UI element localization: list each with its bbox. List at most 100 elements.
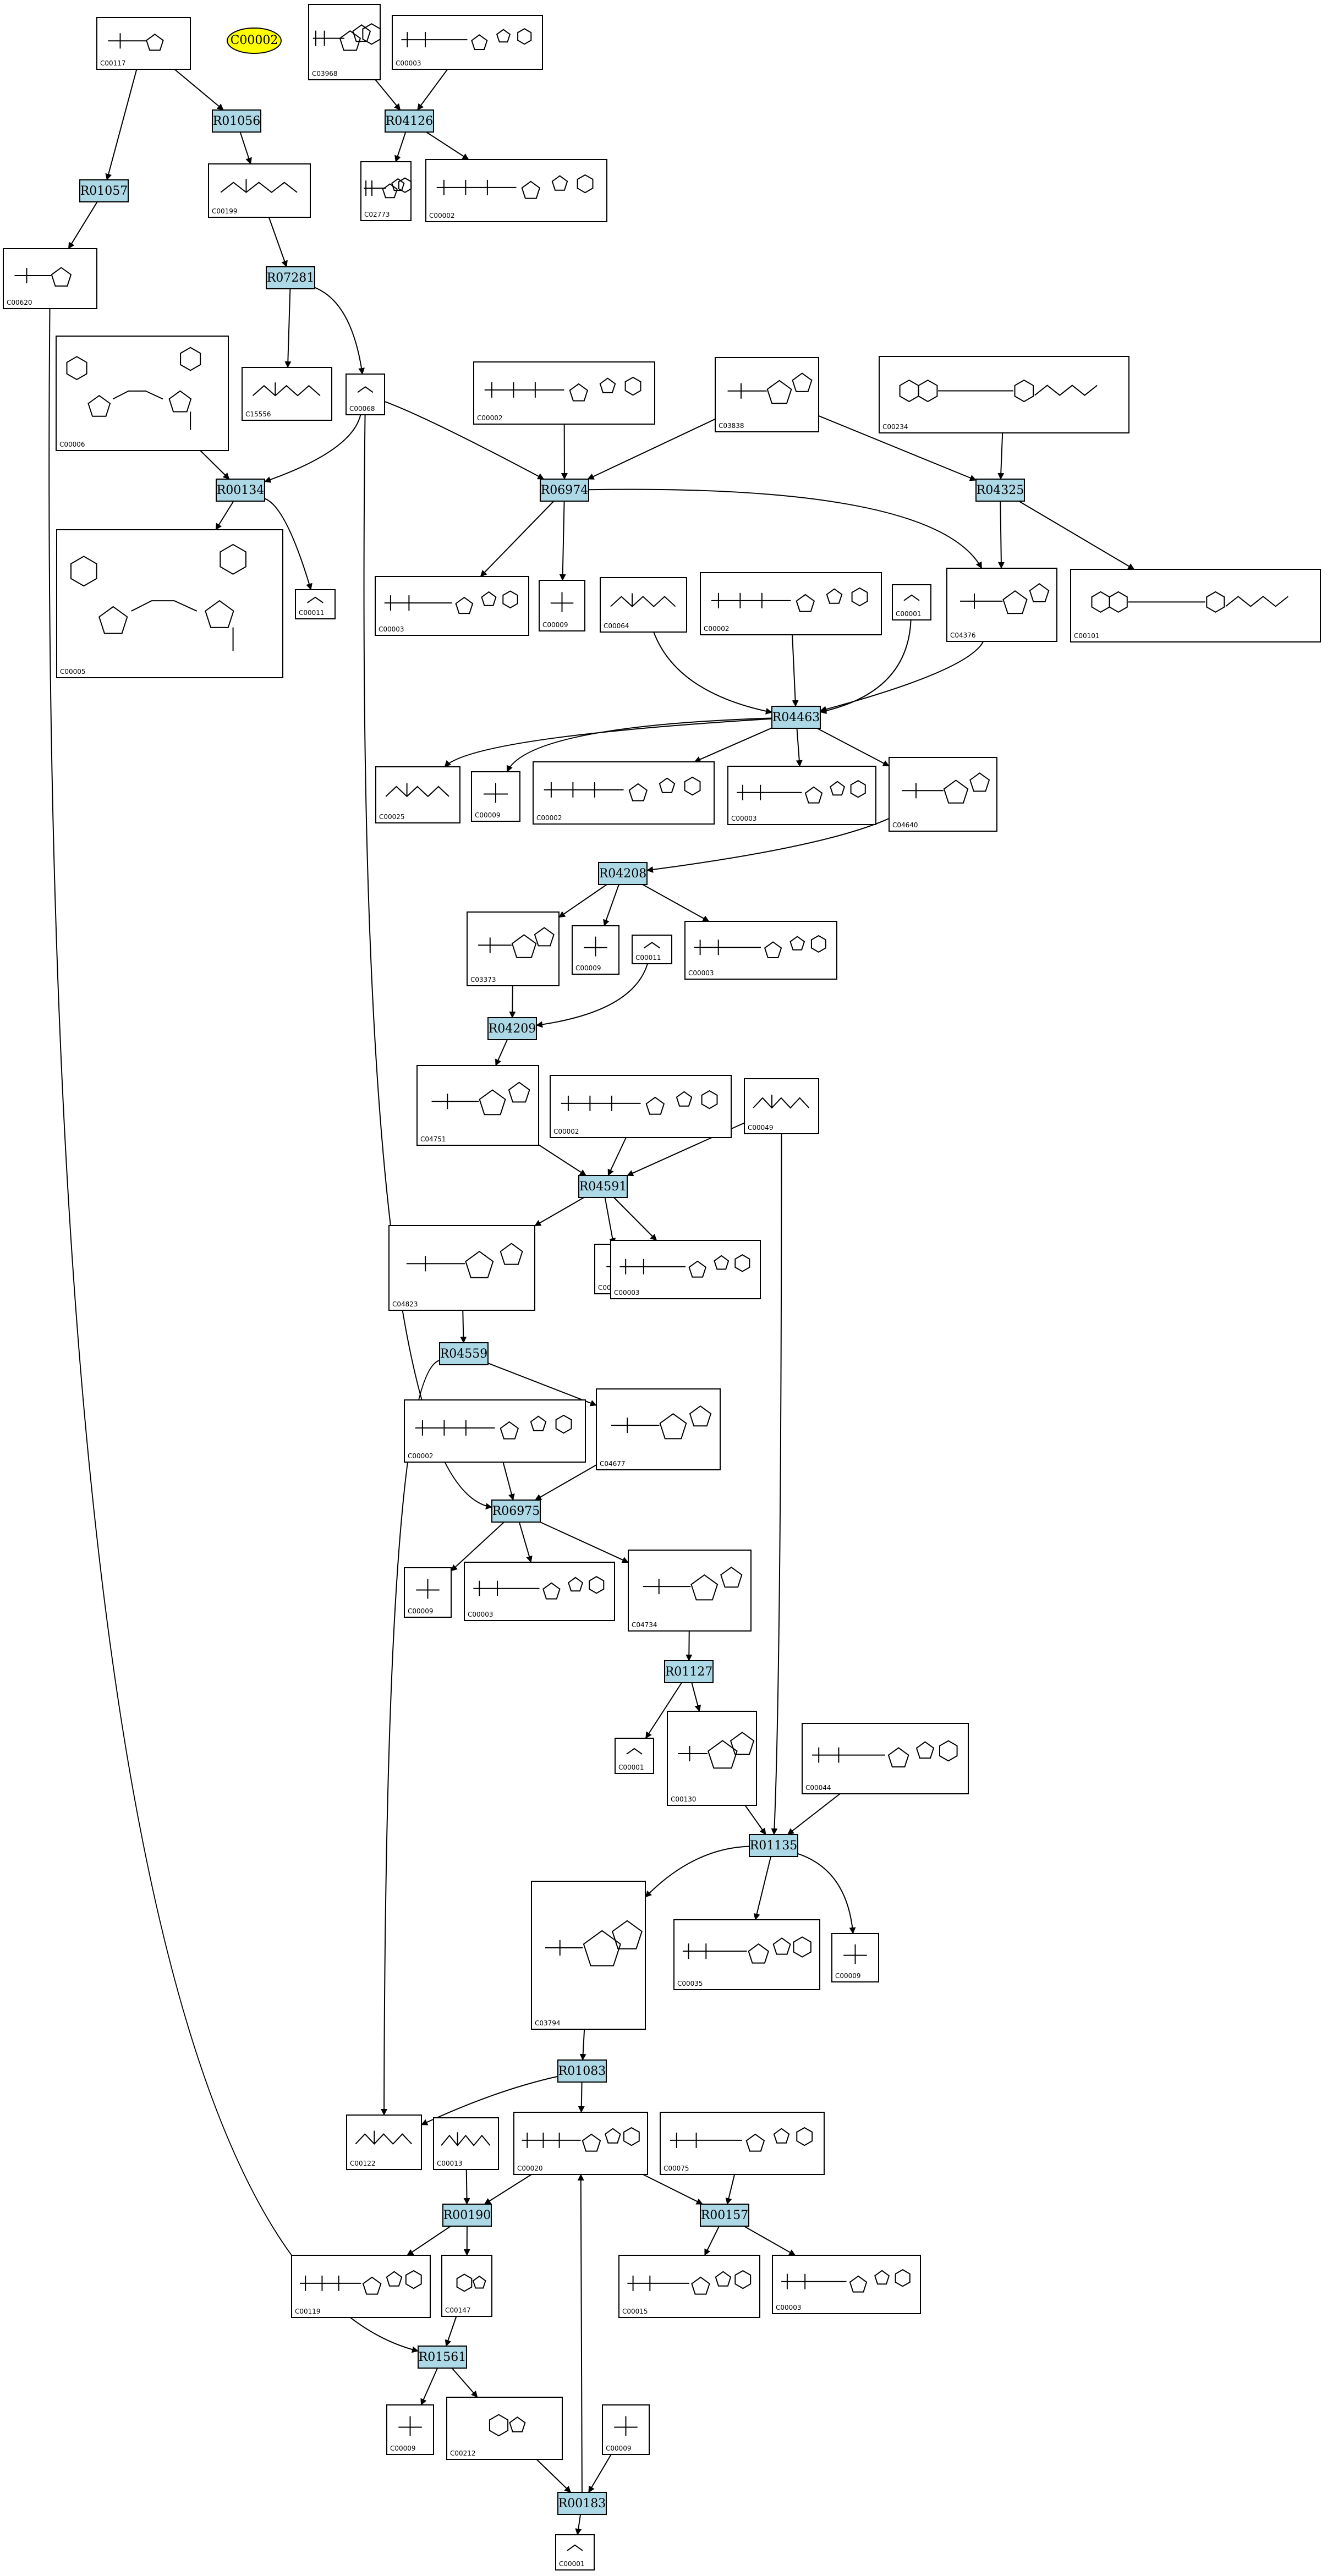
- edge-r04463-c00002d: [694, 727, 772, 763]
- compound-c00075[interactable]: C00075: [660, 2112, 825, 2175]
- compound-c00013[interactable]: C00013: [433, 2117, 499, 2170]
- compound-c00003c[interactable]: C00003: [727, 766, 876, 825]
- compound-c00101[interactable]: C00101: [1070, 569, 1321, 642]
- compound-label: C00009: [542, 621, 568, 629]
- reaction-r04126[interactable]: R04126: [385, 109, 434, 133]
- compound-c00212[interactable]: C00212: [446, 2397, 563, 2460]
- reaction-r01135[interactable]: R01135: [749, 1834, 798, 1857]
- structure-icon: [70, 543, 246, 651]
- compound-c04751[interactable]: C04751: [416, 1065, 539, 1146]
- compound-c00009e[interactable]: C00009: [404, 1567, 452, 1618]
- compound-c00009a[interactable]: C00009: [539, 580, 585, 631]
- compound-c03968[interactable]: C03968: [308, 4, 381, 80]
- compound-c00003e[interactable]: C00003: [610, 1240, 761, 1299]
- reaction-r04591[interactable]: R04591: [578, 1175, 628, 1198]
- compound-c00119[interactable]: C00119: [291, 2255, 431, 2318]
- reaction-r04325[interactable]: R04325: [975, 479, 1025, 502]
- compound-c03373[interactable]: C03373: [467, 911, 560, 986]
- compound-c00068[interactable]: C00068: [346, 374, 385, 415]
- compound-c00001a[interactable]: C00001: [892, 584, 931, 620]
- compound-c00006[interactable]: C00006: [56, 336, 229, 451]
- reaction-r01561[interactable]: R01561: [418, 2346, 467, 2369]
- compound-c00003b[interactable]: C00003: [375, 576, 529, 636]
- compound-c04734[interactable]: C04734: [628, 1550, 752, 1632]
- compound-c00003f[interactable]: C00003: [464, 1562, 615, 1621]
- edge-r06974-c00003b: [480, 501, 555, 577]
- compound-c00049[interactable]: C00049: [744, 1078, 819, 1134]
- compound-c03794[interactable]: C03794: [531, 1881, 646, 2030]
- compound-c00064[interactable]: C00064: [600, 577, 687, 633]
- compound-label: C04823: [392, 1300, 418, 1308]
- compound-c00002f[interactable]: C00002: [404, 1399, 586, 1463]
- edge-c00020-r00190: [484, 2174, 532, 2205]
- compound-c00009h[interactable]: C00009: [602, 2404, 650, 2455]
- edge-r06974-c04376: [588, 488, 983, 569]
- compound-c00001b[interactable]: C00001: [615, 1738, 654, 1774]
- compound-c00620[interactable]: C00620: [3, 248, 97, 309]
- reaction-r04463[interactable]: R04463: [771, 706, 821, 729]
- compound-c00025[interactable]: C00025: [375, 766, 460, 823]
- edge-r04591-c00003e: [613, 1197, 657, 1241]
- reaction-r01127[interactable]: R01127: [664, 1660, 714, 1683]
- compound-label: C00002: [429, 212, 455, 219]
- compound-c00044[interactable]: C00044: [802, 1723, 969, 1794]
- reaction-r00183[interactable]: R00183: [557, 2492, 607, 2515]
- reaction-r07281[interactable]: R07281: [266, 266, 315, 289]
- edge-c00002e-r04591: [607, 1137, 627, 1176]
- compound-c00009g[interactable]: C00009: [386, 2404, 434, 2455]
- compound-label: C00212: [450, 2449, 476, 2457]
- compound-c03838[interactable]: C03838: [715, 357, 819, 432]
- compound-c00002c[interactable]: C00002: [700, 572, 882, 635]
- reaction-r01083[interactable]: R01083: [557, 2059, 607, 2083]
- compound-c15556[interactable]: C15556: [242, 367, 332, 421]
- compound-c00009c[interactable]: C00009: [572, 925, 619, 975]
- compound-c00020[interactable]: C00020: [513, 2112, 648, 2175]
- compound-c00001c[interactable]: C00001: [555, 2534, 595, 2570]
- compound-c00130[interactable]: C00130: [667, 1711, 757, 1806]
- edge-r01056-c00199: [239, 131, 252, 164]
- compound-c00122[interactable]: C00122: [346, 2114, 422, 2170]
- compound-c00003d[interactable]: C00003: [684, 921, 837, 980]
- compound-c00003g[interactable]: C00003: [772, 2255, 921, 2314]
- compound-c00234[interactable]: C00234: [879, 356, 1129, 433]
- reaction-r04209[interactable]: R04209: [487, 1017, 537, 1040]
- reaction-r00134[interactable]: R00134: [216, 479, 265, 502]
- compound-c00199[interactable]: C00199: [208, 163, 311, 218]
- compound-c00002e[interactable]: C00002: [550, 1075, 732, 1138]
- reaction-r06975[interactable]: R06975: [491, 1500, 541, 1523]
- compound-c00117[interactable]: C00117: [96, 17, 191, 70]
- compound-c00009f[interactable]: C00009: [831, 1933, 879, 1982]
- compound-c04640[interactable]: C04640: [889, 757, 997, 832]
- reaction-r01056[interactable]: R01056: [212, 109, 261, 133]
- compound-c04677[interactable]: C04677: [596, 1388, 721, 1470]
- compound-c00002a[interactable]: C00002: [425, 159, 607, 222]
- compound-c00002d[interactable]: C00002: [533, 761, 715, 825]
- edge-c00117-r01056: [174, 69, 224, 111]
- compound-c00009b[interactable]: C00009: [471, 771, 520, 822]
- compound-c00002b[interactable]: C00002: [473, 361, 655, 425]
- compound-c00015[interactable]: C00015: [618, 2255, 760, 2318]
- reaction-r04208[interactable]: R04208: [598, 862, 648, 885]
- edge-r04208-c03373: [558, 884, 607, 918]
- compound-label: C00001: [618, 1764, 644, 1771]
- highlight-compound[interactable]: C00002: [227, 28, 282, 54]
- compound-c04376[interactable]: C04376: [946, 568, 1057, 642]
- compound-c00035[interactable]: C00035: [673, 1919, 820, 1990]
- compound-c04823[interactable]: C04823: [388, 1225, 535, 1311]
- reaction-r01057[interactable]: R01057: [79, 179, 129, 202]
- compound-c00005[interactable]: C00005: [56, 529, 283, 678]
- reaction-r00157[interactable]: R00157: [700, 2204, 749, 2227]
- compound-c00003top[interactable]: C00003: [392, 15, 543, 70]
- compound-c00011b[interactable]: C00011: [632, 935, 672, 964]
- reaction-r04559[interactable]: R04559: [439, 1342, 489, 1365]
- compound-c00011a[interactable]: C00011: [295, 589, 336, 619]
- edge-c00068-r00134: [264, 414, 361, 483]
- compound-c00147[interactable]: C00147: [441, 2255, 492, 2317]
- reaction-r06974[interactable]: R06974: [540, 479, 589, 502]
- reaction-r00190[interactable]: R00190: [442, 2204, 492, 2227]
- edge-r01135-c00009f: [797, 1853, 856, 1934]
- structure-icon: [902, 772, 990, 804]
- structure-icon: [643, 1566, 743, 1601]
- structure-icon: [108, 33, 164, 51]
- compound-c02773[interactable]: C02773: [360, 161, 412, 221]
